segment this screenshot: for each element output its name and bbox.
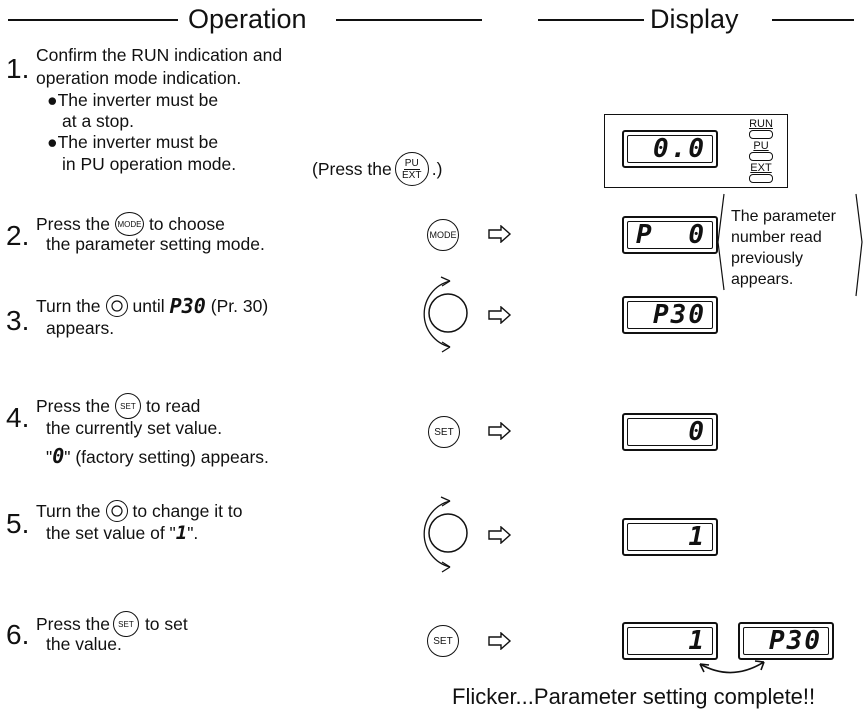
lcd-display-6a: 1	[622, 622, 718, 660]
side-note-line-4: appears.	[731, 271, 794, 288]
side-note-bracket	[716, 192, 864, 307]
step-1-line-1: Confirm the RUN indication and	[36, 45, 283, 65]
display-header: Display	[644, 4, 745, 35]
step-3-line-1: Turn the until P30 (Pr. 30)	[36, 293, 269, 318]
setting-dial-3[interactable]	[410, 268, 482, 369]
step-4-note: "0" (factory setting) appears.	[46, 444, 269, 468]
lcd-display-1: 0.0	[622, 130, 718, 168]
step-6-line-1: Press the SET to set	[36, 611, 188, 637]
step-3-number: 3.	[6, 305, 30, 336]
flicker-arrow	[692, 656, 772, 687]
dial-icon-inline-5	[105, 500, 128, 522]
step-5-line-2: the set value of "1".	[46, 522, 199, 544]
step-1-bullet-2: ●The inverter must be	[47, 132, 219, 152]
operation-header: Operation	[182, 4, 313, 35]
lcd-display-2: P 0	[622, 216, 718, 254]
step-4-number: 4.	[6, 402, 30, 433]
lcd-display-4: 0	[622, 413, 718, 451]
arrow-icon-6	[488, 631, 512, 655]
step-2-number: 2.	[6, 220, 30, 251]
flicker-caption: Flicker...Parameter setting complete!!	[452, 684, 816, 709]
ext-indicator: EXT	[748, 162, 774, 183]
step-1-line-2: operation mode indication.	[36, 68, 242, 88]
lcd-display-6b: P30	[738, 622, 834, 660]
step-5-number: 5.	[6, 508, 30, 539]
step-6-number: 6.	[6, 619, 30, 650]
mode-button[interactable]: MODE	[427, 219, 459, 251]
side-note-line-1: The parameter	[731, 208, 836, 225]
step-2-line-2: the parameter setting mode.	[46, 234, 265, 254]
set-button-6[interactable]: SET	[427, 625, 459, 657]
setting-dial-5[interactable]	[410, 488, 482, 589]
arrow-icon-4	[488, 421, 512, 445]
step-6-line-2: the value.	[46, 634, 122, 654]
run-indicator: RUN	[748, 118, 774, 139]
step-4-line-1: Press the SET to read	[36, 393, 200, 419]
pu-ext-key-icon: PU EXT	[394, 152, 429, 186]
step-5-line-1: Turn the to change it to	[36, 500, 243, 522]
side-note-line-2: number read	[731, 229, 822, 246]
set-button-4[interactable]: SET	[428, 416, 460, 448]
arrow-icon-3	[488, 305, 512, 329]
set-key-icon-6: SET	[112, 611, 139, 637]
lcd-display-5: 1	[622, 518, 718, 556]
step-1-number: 1.	[6, 53, 30, 84]
step-3-line-2: appears.	[46, 318, 115, 338]
side-note-line-3: previously	[731, 250, 804, 267]
pu-indicator: PU	[748, 140, 774, 161]
step-4-line-2: the currently set value.	[46, 418, 223, 438]
mode-key-icon: MODE	[114, 212, 144, 236]
press-pu-ext-note: (Press the PU EXT .)	[312, 152, 442, 186]
operation-panel-display	[604, 114, 788, 188]
step-1-bullet-1: ●The inverter must be	[47, 90, 219, 110]
step-1-bullet-1b: at a stop.	[62, 111, 134, 131]
step-2-line-1: Press the MODE to choose	[36, 212, 225, 236]
set-key-icon: SET	[114, 393, 141, 419]
arrow-icon-2	[488, 224, 512, 248]
step-1-bullet-2b: in PU operation mode.	[62, 154, 237, 174]
lcd-display-3: P30	[622, 296, 718, 334]
dial-icon-inline	[105, 295, 128, 317]
arrow-icon-5	[488, 525, 512, 549]
